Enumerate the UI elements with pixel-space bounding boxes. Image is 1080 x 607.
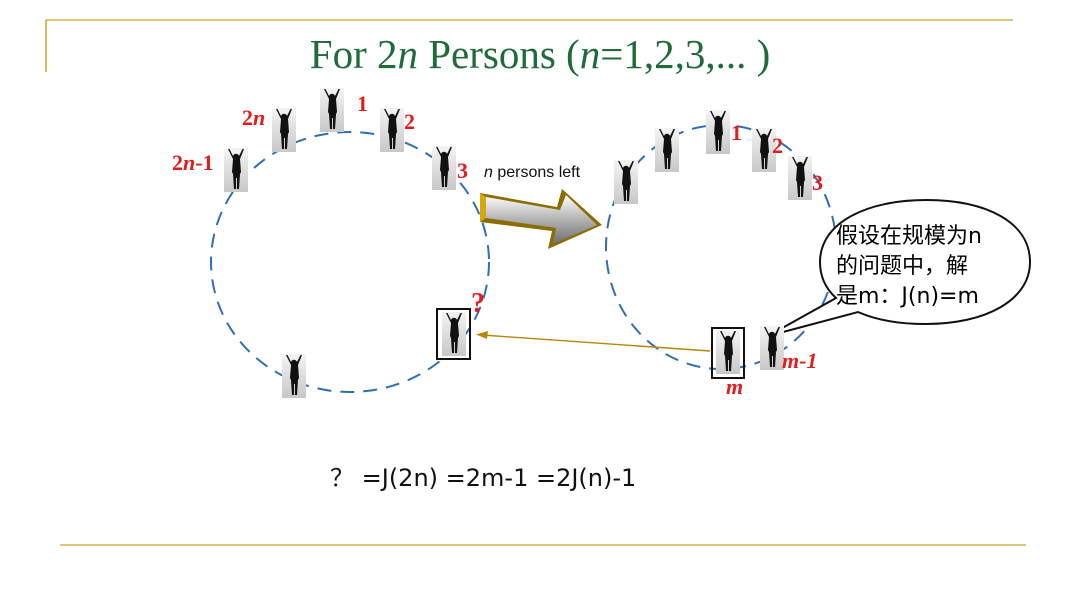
speech-bubble: [767, 198, 1032, 337]
label-1: 1: [357, 91, 368, 116]
label-3: 3: [457, 158, 468, 183]
right-label-m: m: [726, 374, 744, 399]
right-person-m-icon: [716, 330, 740, 374]
person-3-icon: [432, 146, 456, 190]
label-2n: 2n: [242, 105, 266, 130]
mapping-arrow-head: [476, 331, 488, 339]
label-question: ?: [471, 288, 485, 319]
right-person-m-minus-1-icon: [760, 326, 784, 370]
label-2: 2: [404, 109, 415, 134]
right-person-m-frame: [711, 327, 745, 379]
speech-bubble-line: 的问题中，解: [836, 254, 969, 279]
person-1-icon: [320, 88, 344, 132]
person-2n-minus-1-icon: [224, 148, 248, 192]
left-circle: [210, 131, 490, 393]
speech-bubble-line: 假设在规模为n: [836, 224, 982, 249]
right-label-1: 1: [731, 120, 742, 145]
big-arrow-shape: [480, 189, 602, 249]
arrow-label: n persons left: [484, 164, 581, 181]
page-title: For 2n Persons (n=1,2,3,... ): [309, 31, 771, 77]
mapping-arrow-line: [481, 334, 711, 352]
person-bottom-icon: [282, 354, 306, 398]
label-2n-minus-1: 2n-1: [172, 150, 214, 175]
speech-bubble-line: 是m：J(n)=m: [836, 284, 979, 309]
right-person-1-icon: [706, 110, 730, 154]
person-2n-icon: [272, 108, 296, 152]
right-person-b-icon: [655, 128, 679, 172]
right-label-2: 2: [772, 133, 783, 158]
person-2-icon: [380, 108, 404, 152]
speech-bubble-text: 假设在规模为n 的问题中，解 是m：J(n)=m: [836, 222, 1011, 312]
person-question-icon: [442, 312, 466, 356]
right-label-m-minus-1: m-1: [782, 348, 818, 373]
person-question-frame: [436, 308, 471, 360]
right-label-3: 3: [812, 170, 823, 195]
right-person-3-icon: [788, 156, 812, 200]
formula: ？ =J(2n) =2m-1 =2J(n)-1: [330, 464, 637, 492]
right-person-a-icon: [614, 160, 638, 204]
